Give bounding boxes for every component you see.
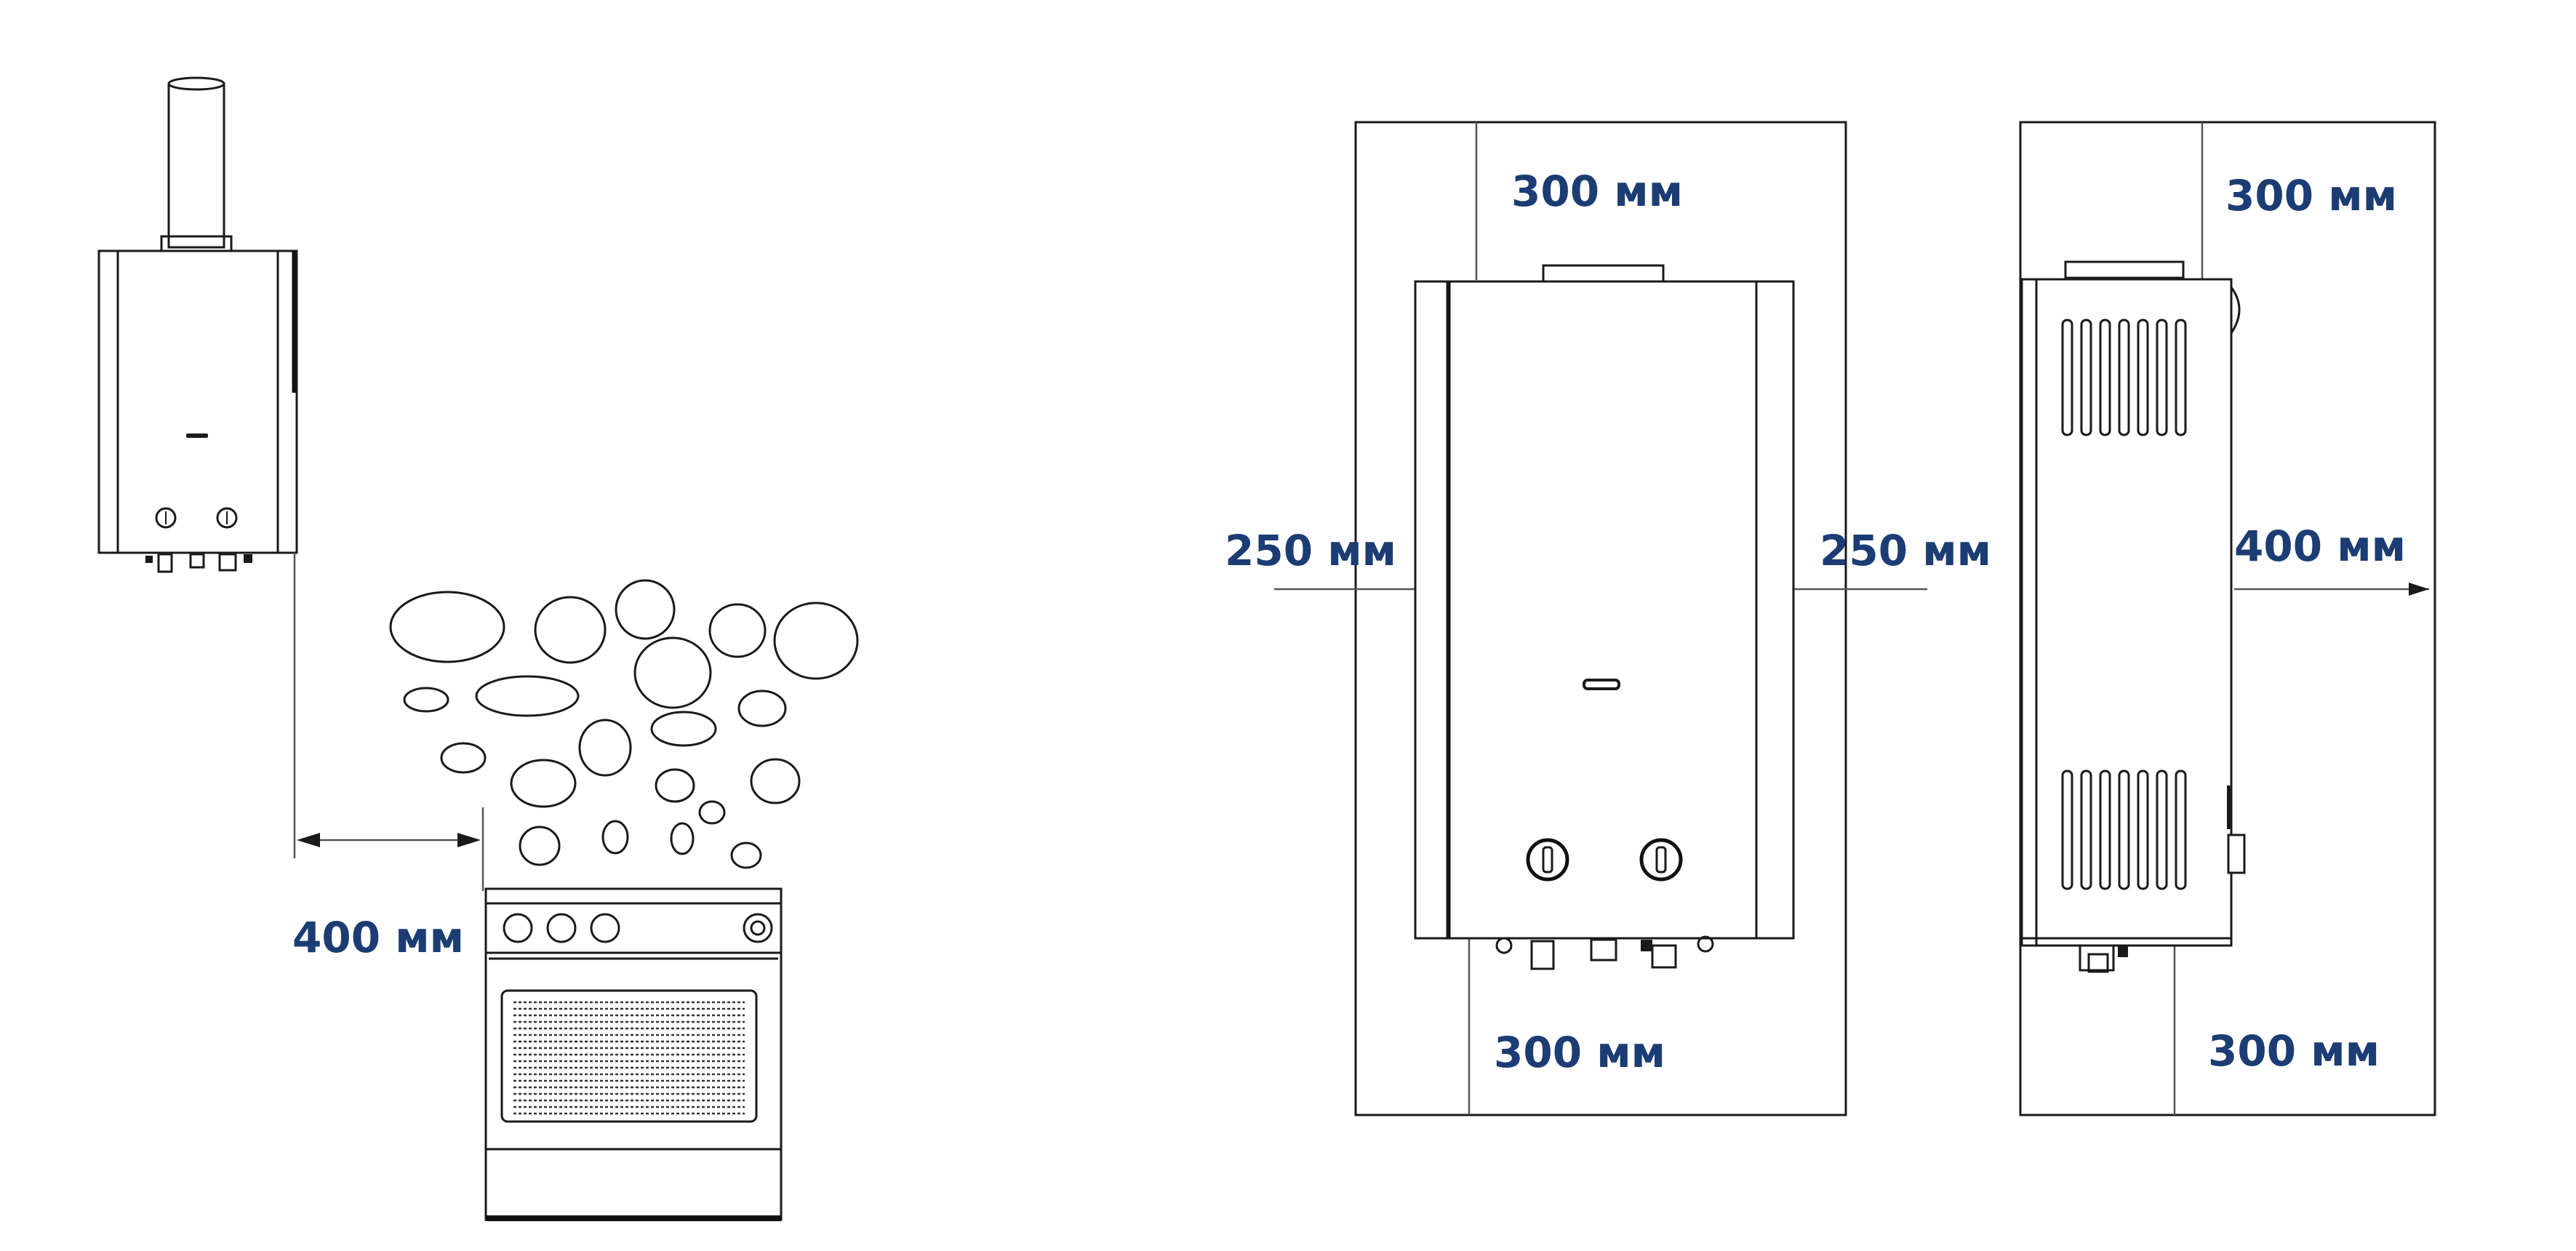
lower-vent-slots — [2061, 770, 2187, 890]
stove-clearance-dimension — [293, 553, 484, 891]
vent-slot — [2099, 319, 2111, 436]
upper-vent-slots — [2061, 319, 2187, 436]
side-front-clearance-label: 400 мм — [2234, 521, 2407, 571]
vent-slot — [2118, 319, 2130, 436]
vent-slot — [2156, 319, 2168, 436]
vent-slot — [2080, 770, 2092, 890]
oven-window-grille — [513, 1001, 745, 1115]
vent-slot — [2156, 770, 2168, 890]
vent-slot — [2061, 319, 2073, 436]
vent-slot — [2175, 319, 2187, 436]
steam-bubbles — [389, 579, 859, 869]
vent-slot — [2061, 770, 2073, 890]
vent-slot — [2099, 770, 2111, 890]
front-left-clearance-label: 250 мм — [1225, 526, 1397, 575]
side-top-clearance-label: 300 мм — [2225, 171, 2398, 220]
heater-small-front-view — [97, 76, 298, 573]
vent-slot — [2118, 770, 2130, 890]
stove — [484, 887, 783, 1221]
front-top-clearance-label: 300 мм — [1511, 167, 1684, 216]
vent-slot — [2137, 319, 2149, 436]
vent-slot — [2175, 770, 2187, 890]
vent-slot — [2137, 770, 2149, 890]
side-view-clearance — [2019, 121, 2436, 1116]
front-right-clearance-label: 250 мм — [1820, 526, 1992, 575]
front-view-clearance — [1274, 121, 1927, 1116]
vent-slot — [2080, 319, 2092, 436]
stove-clearance-label: 400 мм — [292, 913, 465, 962]
side-bottom-clearance-label: 300 мм — [2208, 1026, 2380, 1076]
front-bottom-clearance-label: 300 мм — [1494, 1028, 1666, 1077]
